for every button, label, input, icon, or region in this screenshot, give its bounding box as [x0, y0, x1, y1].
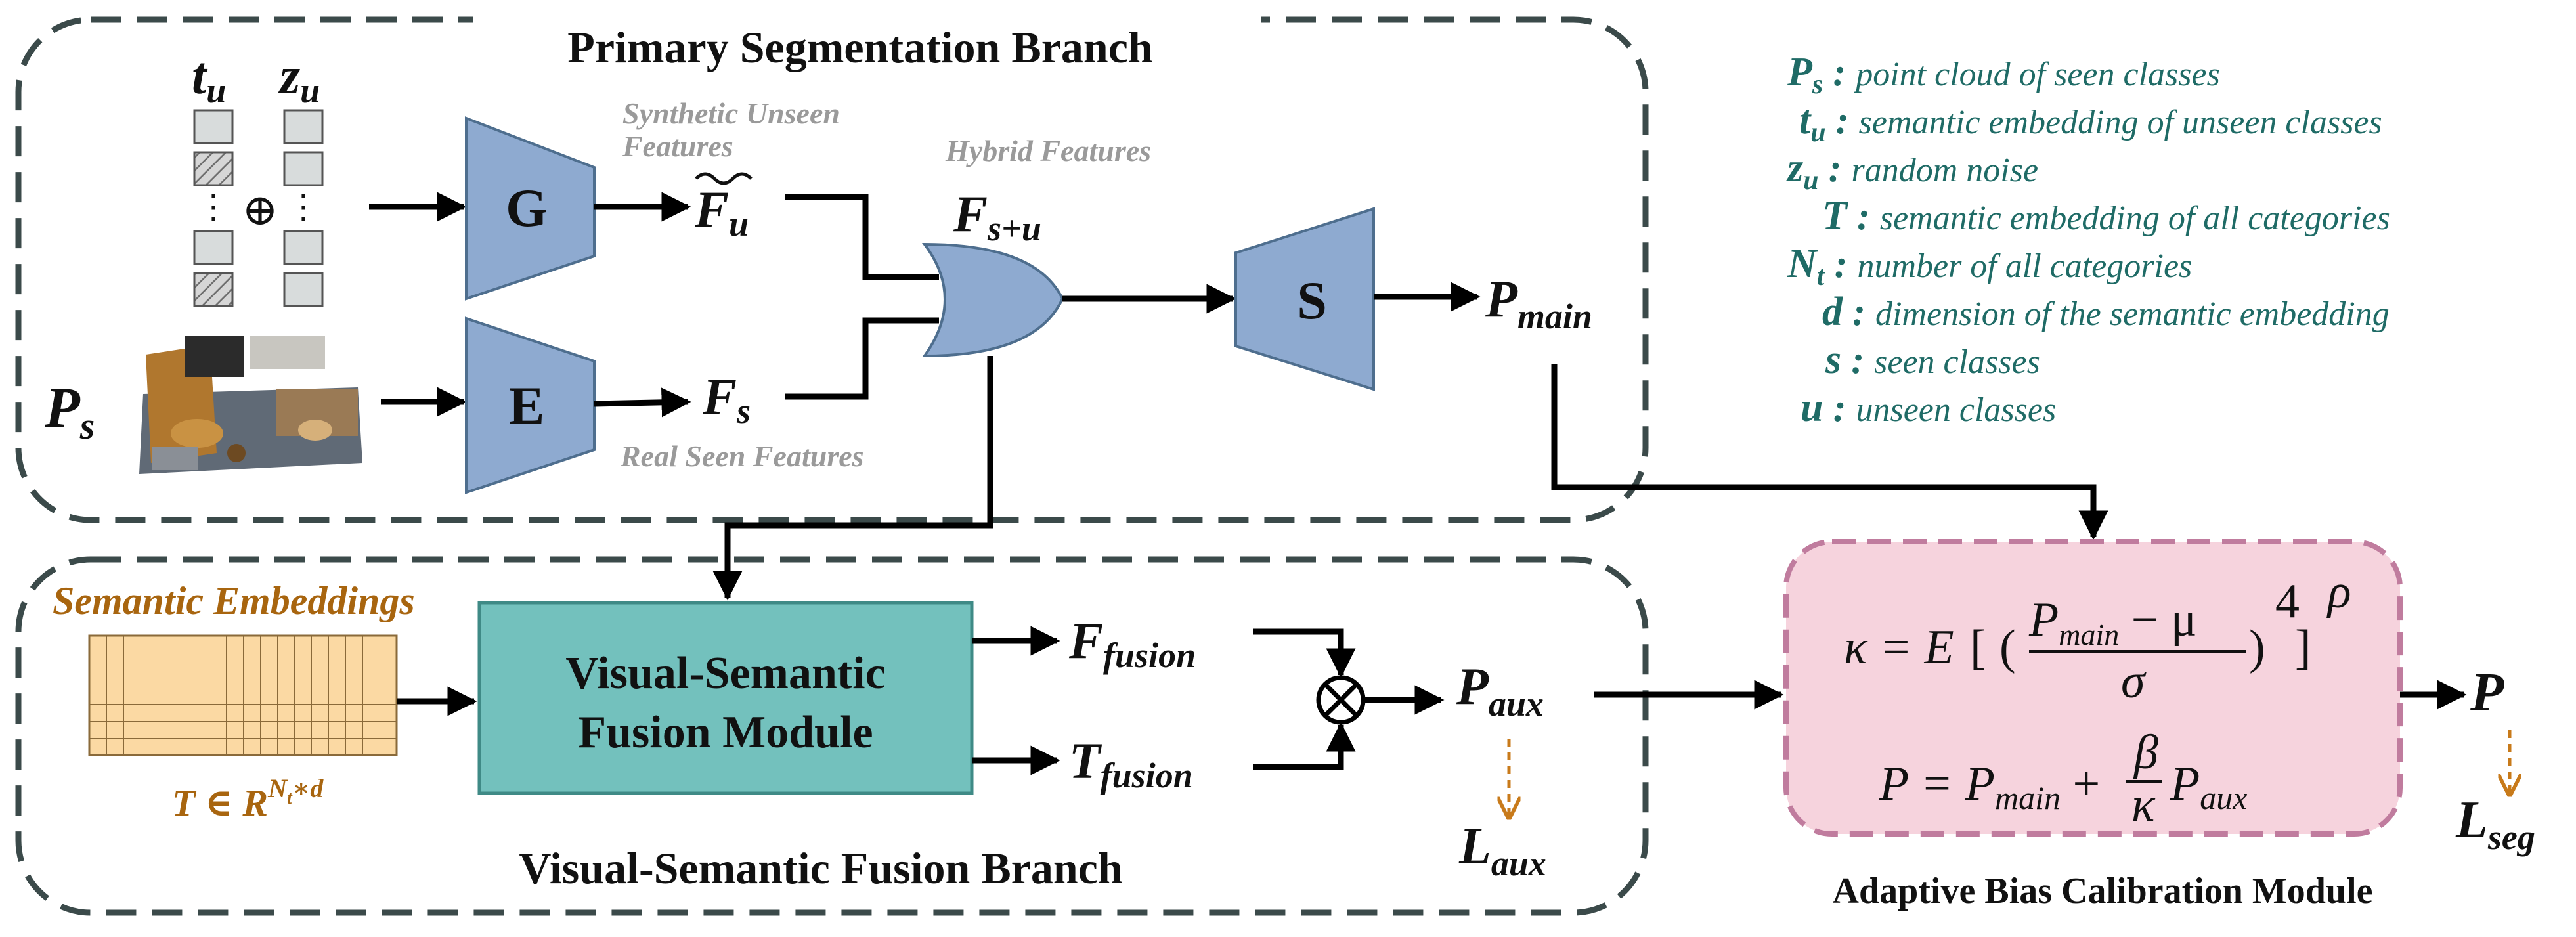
segmenter-block	[1234, 207, 1375, 391]
t-fusion-symbol: Tfusion	[1069, 732, 1193, 795]
svg-text:⋮: ⋮	[197, 188, 230, 225]
t-embedding-dim-label: T ∈ RNt∗d	[172, 774, 324, 824]
generator-block	[465, 116, 596, 301]
calibration-module-title: Adaptive Bias Calibration Module	[1833, 871, 2373, 911]
fusion-branch-title: Visual-Semantic Fusion Branch	[519, 843, 1122, 893]
legend-row: zu : random noise	[1786, 146, 2038, 196]
l-seg-symbol: Lseg	[2455, 791, 2535, 857]
calibration-module-block	[1783, 539, 2403, 837]
real-seen-label: Real Seen Features	[620, 439, 864, 473]
synthetic-unseen-label-1: Synthetic Unseen	[622, 97, 840, 130]
legend-row: T : semantic embedding of all categories	[1822, 194, 2390, 238]
concat-oplus-icon: ⊕	[242, 186, 278, 234]
hybrid-merge-gate	[922, 242, 1064, 358]
synthetic-feature-symbol: Fu	[694, 172, 753, 244]
svg-text:[: [	[1970, 621, 1986, 674]
legend: Ps : point cloud of seen classes tu : se…	[1786, 50, 2390, 430]
p-main-symbol: Pmain	[1485, 271, 1592, 336]
svg-text:(: (	[1999, 621, 2016, 674]
fusion-module-label-2: Fusion Module	[578, 707, 873, 758]
legend-row: u : unseen classes	[1801, 385, 2056, 430]
p-output-symbol: P	[2470, 662, 2504, 723]
ps-input-label: Ps	[44, 376, 95, 447]
svg-text:]: ]	[2295, 621, 2311, 674]
generator-label: G	[506, 178, 548, 238]
fusion-module-block	[477, 601, 974, 795]
synthetic-unseen-label-2: Features	[622, 129, 733, 163]
segmenter-label: S	[1297, 271, 1327, 330]
hybrid-feature-symbol: Fs+u	[953, 185, 1041, 248]
svg-text:β: β	[2133, 726, 2158, 779]
svg-text:zu: zu	[278, 47, 320, 110]
legend-row: Ps : point cloud of seen classes	[1787, 50, 2220, 100]
svg-text:κ = E: κ = E	[1844, 621, 1954, 674]
p-aux-symbol: Paux	[1456, 658, 1544, 724]
svg-text:P = Pmain +: P = Pmain +	[1879, 757, 2100, 816]
svg-text:tu: tu	[192, 47, 226, 110]
svg-text:4: 4	[2275, 575, 2300, 628]
svg-text:κ: κ	[2131, 778, 2156, 832]
p-final-equation: P = Pmain + β κ Paux	[1879, 726, 2247, 832]
semantic-embeddings-label: Semantic Embeddings	[53, 579, 415, 622]
semantic-embedding-grid	[88, 634, 398, 756]
svg-text:⋮: ⋮	[287, 188, 320, 225]
legend-row: s : seen classes	[1825, 338, 2040, 382]
seen-feature-symbol: Fs	[702, 368, 751, 431]
random-noise-stack: zu ⋮	[278, 47, 324, 307]
l-aux-symbol: Laux	[1458, 817, 1546, 883]
legend-row: d : dimension of the semantic embedding	[1822, 290, 2390, 334]
svg-text:Fu: Fu	[694, 181, 749, 244]
svg-text:σ: σ	[2121, 655, 2147, 708]
legend-row: tu : semantic embedding of unseen classe…	[1799, 98, 2382, 148]
hybrid-features-label: Hybrid Features	[945, 134, 1151, 167]
legend-row: Nt : number of all categories	[1787, 242, 2192, 292]
svg-text:ρ: ρ	[2326, 565, 2351, 619]
point-cloud-image	[135, 336, 366, 486]
fusion-branch-box	[15, 556, 1649, 916]
fusion-module-label-1: Visual-Semantic	[565, 648, 885, 699]
encoder-block	[465, 316, 596, 494]
encoder-label: E	[509, 376, 545, 435]
unseen-embedding-stack: tu ⋮	[192, 47, 234, 307]
primary-branch-title: Primary Segmentation Branch	[567, 22, 1152, 72]
f-fusion-symbol: Ffusion	[1068, 612, 1196, 675]
svg-text:): )	[2249, 621, 2265, 674]
